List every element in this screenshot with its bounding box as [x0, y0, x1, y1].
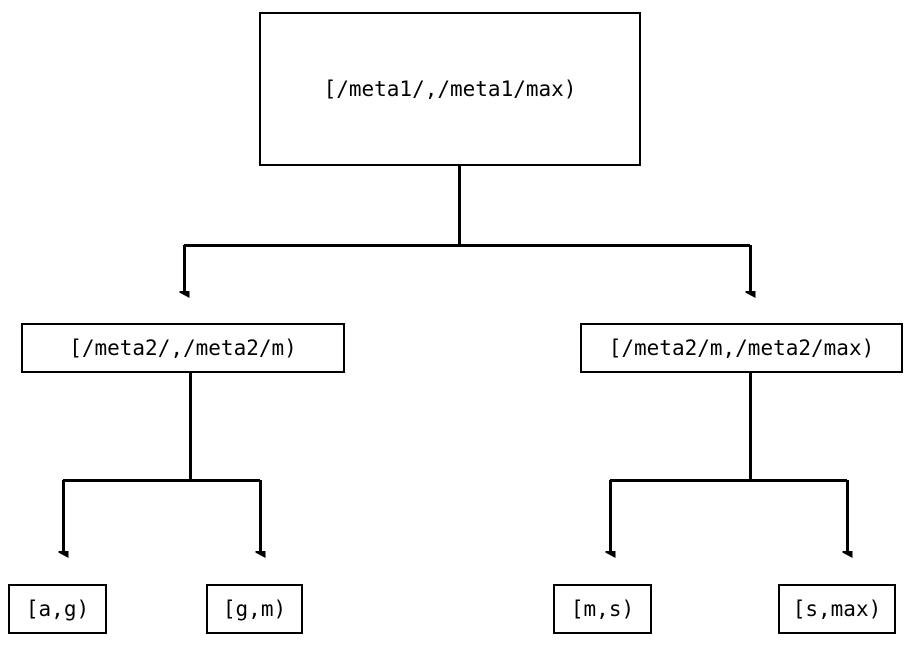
node-root[interactable]: [/meta1/,/meta1/max)	[259, 12, 641, 166]
node-mid-right-label: [/meta2/m,/meta2/max)	[608, 336, 875, 360]
node-leaf-g-m-label: [g,m)	[222, 597, 287, 621]
node-leaf-s-max-label: [s,max)	[792, 597, 882, 621]
node-leaf-g-m[interactable]: [g,m)	[206, 584, 303, 634]
node-mid-left-label: [/meta2/,/meta2/m)	[69, 336, 297, 360]
node-mid-right[interactable]: [/meta2/m,/meta2/max)	[580, 323, 903, 373]
node-leaf-m-s-label: [m,s)	[570, 597, 635, 621]
node-leaf-a-g-label: [a,g)	[25, 597, 90, 621]
node-mid-left[interactable]: [/meta2/,/meta2/m)	[21, 323, 345, 373]
node-root-label: [/meta1/,/meta1/max)	[323, 77, 577, 101]
node-leaf-m-s[interactable]: [m,s)	[553, 584, 652, 634]
node-leaf-s-max[interactable]: [s,max)	[778, 584, 896, 634]
node-leaf-a-g[interactable]: [a,g)	[8, 584, 107, 634]
